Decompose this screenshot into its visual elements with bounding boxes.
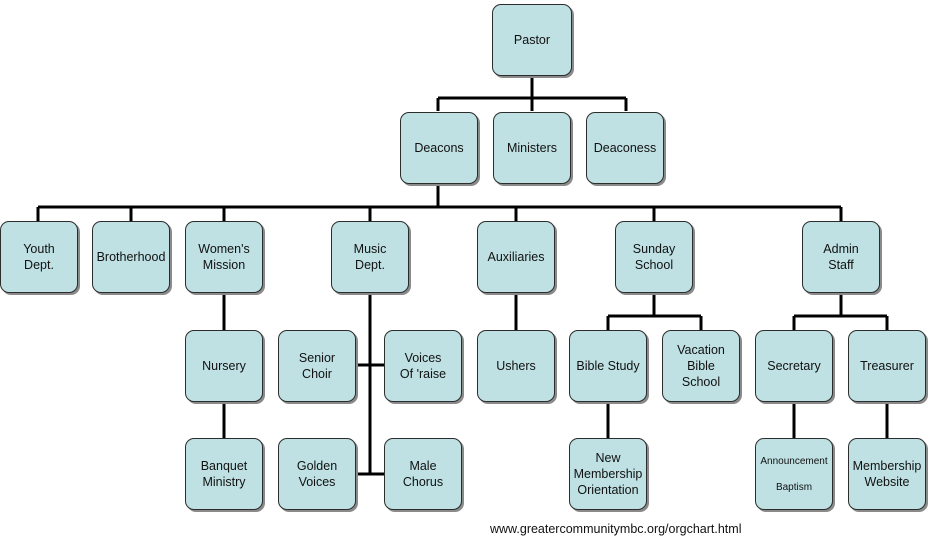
node-label: Ushers bbox=[496, 359, 536, 373]
node-treasurer: Treasurer bbox=[848, 330, 926, 402]
node-label: Nursery bbox=[202, 359, 246, 373]
node-deaconess: Deaconess bbox=[586, 112, 664, 184]
node-label: Vacation Bible School bbox=[677, 343, 725, 389]
node-label: Deacons bbox=[414, 141, 464, 155]
node-deacons: Deacons bbox=[400, 112, 478, 184]
node-nursery: Nursery bbox=[185, 330, 263, 402]
node-label: Senior Choir bbox=[298, 351, 336, 381]
node-voices-of-praise: Voices Of 'raise bbox=[384, 330, 462, 402]
node-label: Music Dept. bbox=[353, 242, 387, 272]
node-label: Youth Dept. bbox=[23, 242, 55, 272]
node-label: Women's Mission bbox=[198, 242, 250, 272]
node-vacation-bible-school: Vacation Bible School bbox=[662, 330, 740, 402]
node-label: Bible Study bbox=[576, 359, 640, 373]
node-label: Golden Voices bbox=[296, 459, 338, 489]
node-label: Brotherhood bbox=[96, 250, 166, 264]
node-label: Deaconess bbox=[593, 141, 657, 155]
node-announcement-baptism: Announcement Baptism bbox=[755, 438, 833, 510]
node-label: Ministers bbox=[506, 141, 557, 155]
node-label: Auxiliaries bbox=[487, 250, 545, 264]
node-auxiliaries: Auxiliaries bbox=[477, 221, 555, 293]
node-bible-study: Bible Study bbox=[569, 330, 647, 402]
source-url: www.greatercommunitymbc.org/orgchart.htm… bbox=[490, 522, 742, 536]
node-label: Voices Of 'raise bbox=[399, 351, 447, 381]
node-label: Banquet Ministry bbox=[200, 459, 248, 489]
node-golden-voices: Golden Voices bbox=[278, 438, 356, 510]
node-new-membership-orientation: New Membership Orientation bbox=[569, 438, 647, 510]
node-admin-staff: Admin Staff bbox=[802, 221, 880, 293]
node-label: Treasurer bbox=[860, 359, 914, 373]
node-youth-dept: Youth Dept. bbox=[0, 221, 78, 293]
node-label: Sunday School bbox=[632, 242, 676, 272]
node-label: Membership Website bbox=[852, 459, 922, 489]
node-label: Secretary bbox=[767, 359, 821, 373]
node-ministers: Ministers bbox=[493, 112, 571, 184]
node-secretary: Secretary bbox=[755, 330, 833, 402]
node-label: Announcement Baptism bbox=[760, 455, 828, 493]
node-label: New Membership Orientation bbox=[573, 451, 643, 497]
node-senior-choir: Senior Choir bbox=[278, 330, 356, 402]
node-pastor: Pastor bbox=[492, 4, 572, 76]
node-membership-website: Membership Website bbox=[848, 438, 926, 510]
node-label: Admin Staff bbox=[823, 242, 859, 272]
node-male-chorus: Male Chorus bbox=[384, 438, 462, 510]
node-label: Male Chorus bbox=[402, 459, 444, 489]
node-ushers: Ushers bbox=[477, 330, 555, 402]
node-banquet-ministry: Banquet Ministry bbox=[185, 438, 263, 510]
node-music-dept: Music Dept. bbox=[331, 221, 409, 293]
node-womens-mission: Women's Mission bbox=[185, 221, 263, 293]
node-label: Pastor bbox=[513, 33, 551, 47]
node-sunday-school: Sunday School bbox=[615, 221, 693, 293]
node-brotherhood: Brotherhood bbox=[92, 221, 170, 293]
